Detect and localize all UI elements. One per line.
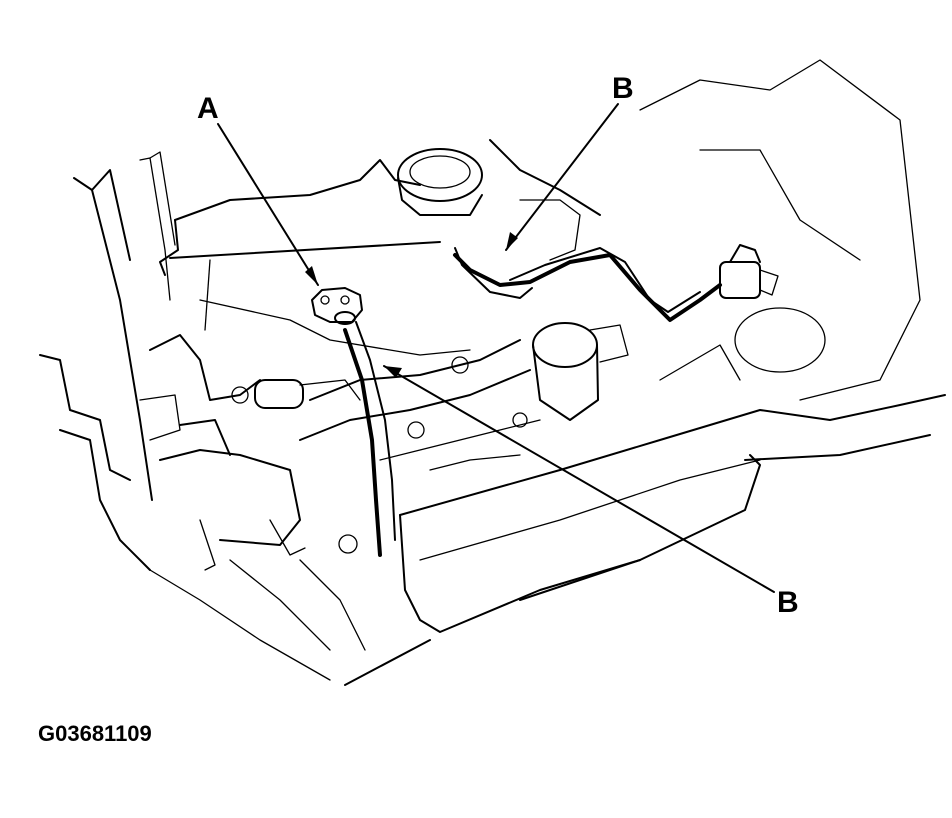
leader-line-a xyxy=(217,123,319,286)
leader-lines xyxy=(217,103,775,593)
leader-line-b-upper xyxy=(505,103,619,251)
callout-b-upper: B xyxy=(612,72,634,105)
leader-line-b-lower xyxy=(383,365,775,593)
figure-id: G03681109 xyxy=(38,721,152,746)
callout-b-lower: B xyxy=(777,586,799,619)
arrowhead-a-icon xyxy=(305,266,318,285)
engine-line-art xyxy=(39,59,946,686)
arrowhead-b-upper-icon xyxy=(506,232,518,250)
arrowhead-b-lower-icon xyxy=(384,366,402,378)
callout-a: A xyxy=(197,92,219,125)
